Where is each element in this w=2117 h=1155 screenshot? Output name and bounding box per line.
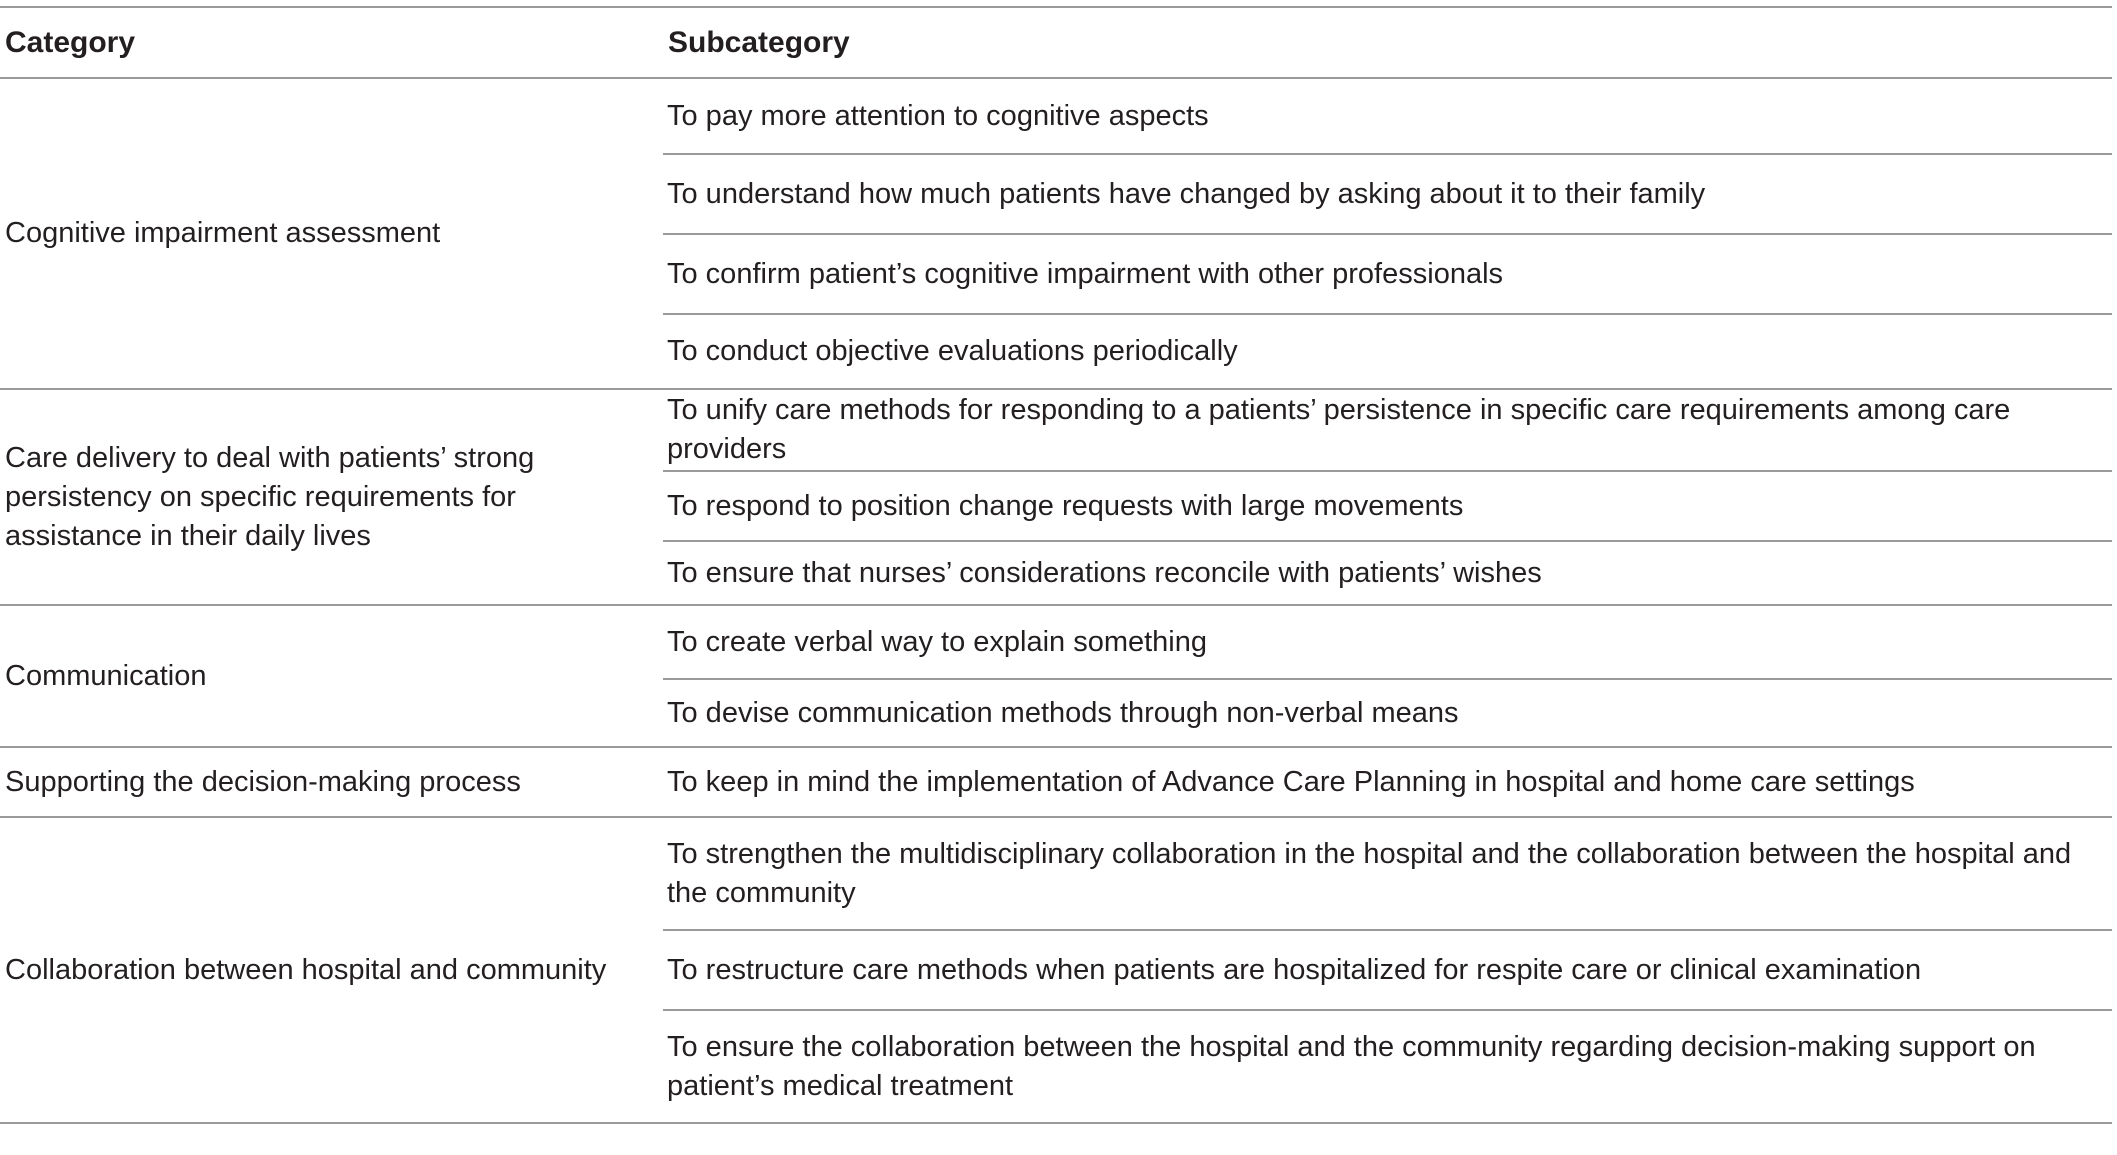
table-row: To confirm patient’s cognitive impairmen… bbox=[0, 234, 2112, 315]
table-row: To devise communication methods through … bbox=[0, 679, 2112, 748]
subcategory-cell: To restructure care methods when patient… bbox=[663, 930, 2112, 1011]
category-cell: Care delivery to deal with patients’ str… bbox=[0, 389, 663, 606]
subcategory-cell: To strengthen the multidisciplinary coll… bbox=[663, 817, 2112, 931]
category-cell: Communication bbox=[0, 605, 663, 748]
table-row: To restructure care methods when patient… bbox=[0, 930, 2112, 1011]
table-row: Cognitive impairment assessment To pay m… bbox=[0, 78, 2112, 390]
subcategory-cell: To create verbal way to explain somethin… bbox=[663, 605, 2112, 680]
table-header: Category Subcategory bbox=[0, 6, 2112, 79]
category-table: Category Subcategory Cognitive impairmen… bbox=[0, 6, 2117, 1155]
table-body: Cognitive impairment assessment To pay m… bbox=[0, 78, 2112, 1124]
subcategory-cell: To conduct objective evaluations periodi… bbox=[663, 314, 2112, 390]
subcategory-cell: To respond to position change requests w… bbox=[663, 471, 2112, 542]
category-cell: Supporting the decision-making process bbox=[0, 747, 663, 818]
subcategory-cell: To pay more attention to cognitive aspec… bbox=[663, 78, 2112, 155]
table-row: To ensure that nurses’ considerations re… bbox=[0, 541, 2112, 606]
table: Category Subcategory Cognitive impairmen… bbox=[0, 6, 2112, 1124]
subcategory-cell: To unify care methods for responding to … bbox=[663, 389, 2112, 472]
subcategory-cell: To confirm patient’s cognitive impairmen… bbox=[663, 234, 2112, 315]
subcategory-cell: To ensure that nurses’ considerations re… bbox=[663, 541, 2112, 606]
table-row: To conduct objective evaluations periodi… bbox=[0, 314, 2112, 390]
header-row: Category Subcategory bbox=[0, 6, 2112, 79]
header-category: Category bbox=[0, 6, 663, 79]
table-row: Collaboration between hospital and commu… bbox=[0, 817, 2112, 1124]
table-row: To understand how much patients have cha… bbox=[0, 154, 2112, 235]
table-row: Communication To create verbal way to ex… bbox=[0, 605, 2112, 748]
table-row: To respond to position change requests w… bbox=[0, 471, 2112, 542]
subcategory-cell: To keep in mind the implementation of Ad… bbox=[663, 747, 2112, 818]
subcategory-cell: To understand how much patients have cha… bbox=[663, 154, 2112, 235]
subcategory-cell: To devise communication methods through … bbox=[663, 679, 2112, 748]
table-row: Supporting the decision-making process T… bbox=[0, 747, 2112, 818]
table-row: To ensure the collaboration between the … bbox=[0, 1010, 2112, 1124]
table-row: Care delivery to deal with patients’ str… bbox=[0, 389, 2112, 606]
subcategory-cell: To ensure the collaboration between the … bbox=[663, 1010, 2112, 1124]
category-cell: Cognitive impairment assessment bbox=[0, 78, 663, 390]
category-cell: Collaboration between hospital and commu… bbox=[0, 817, 663, 1124]
header-subcategory: Subcategory bbox=[663, 6, 2112, 79]
